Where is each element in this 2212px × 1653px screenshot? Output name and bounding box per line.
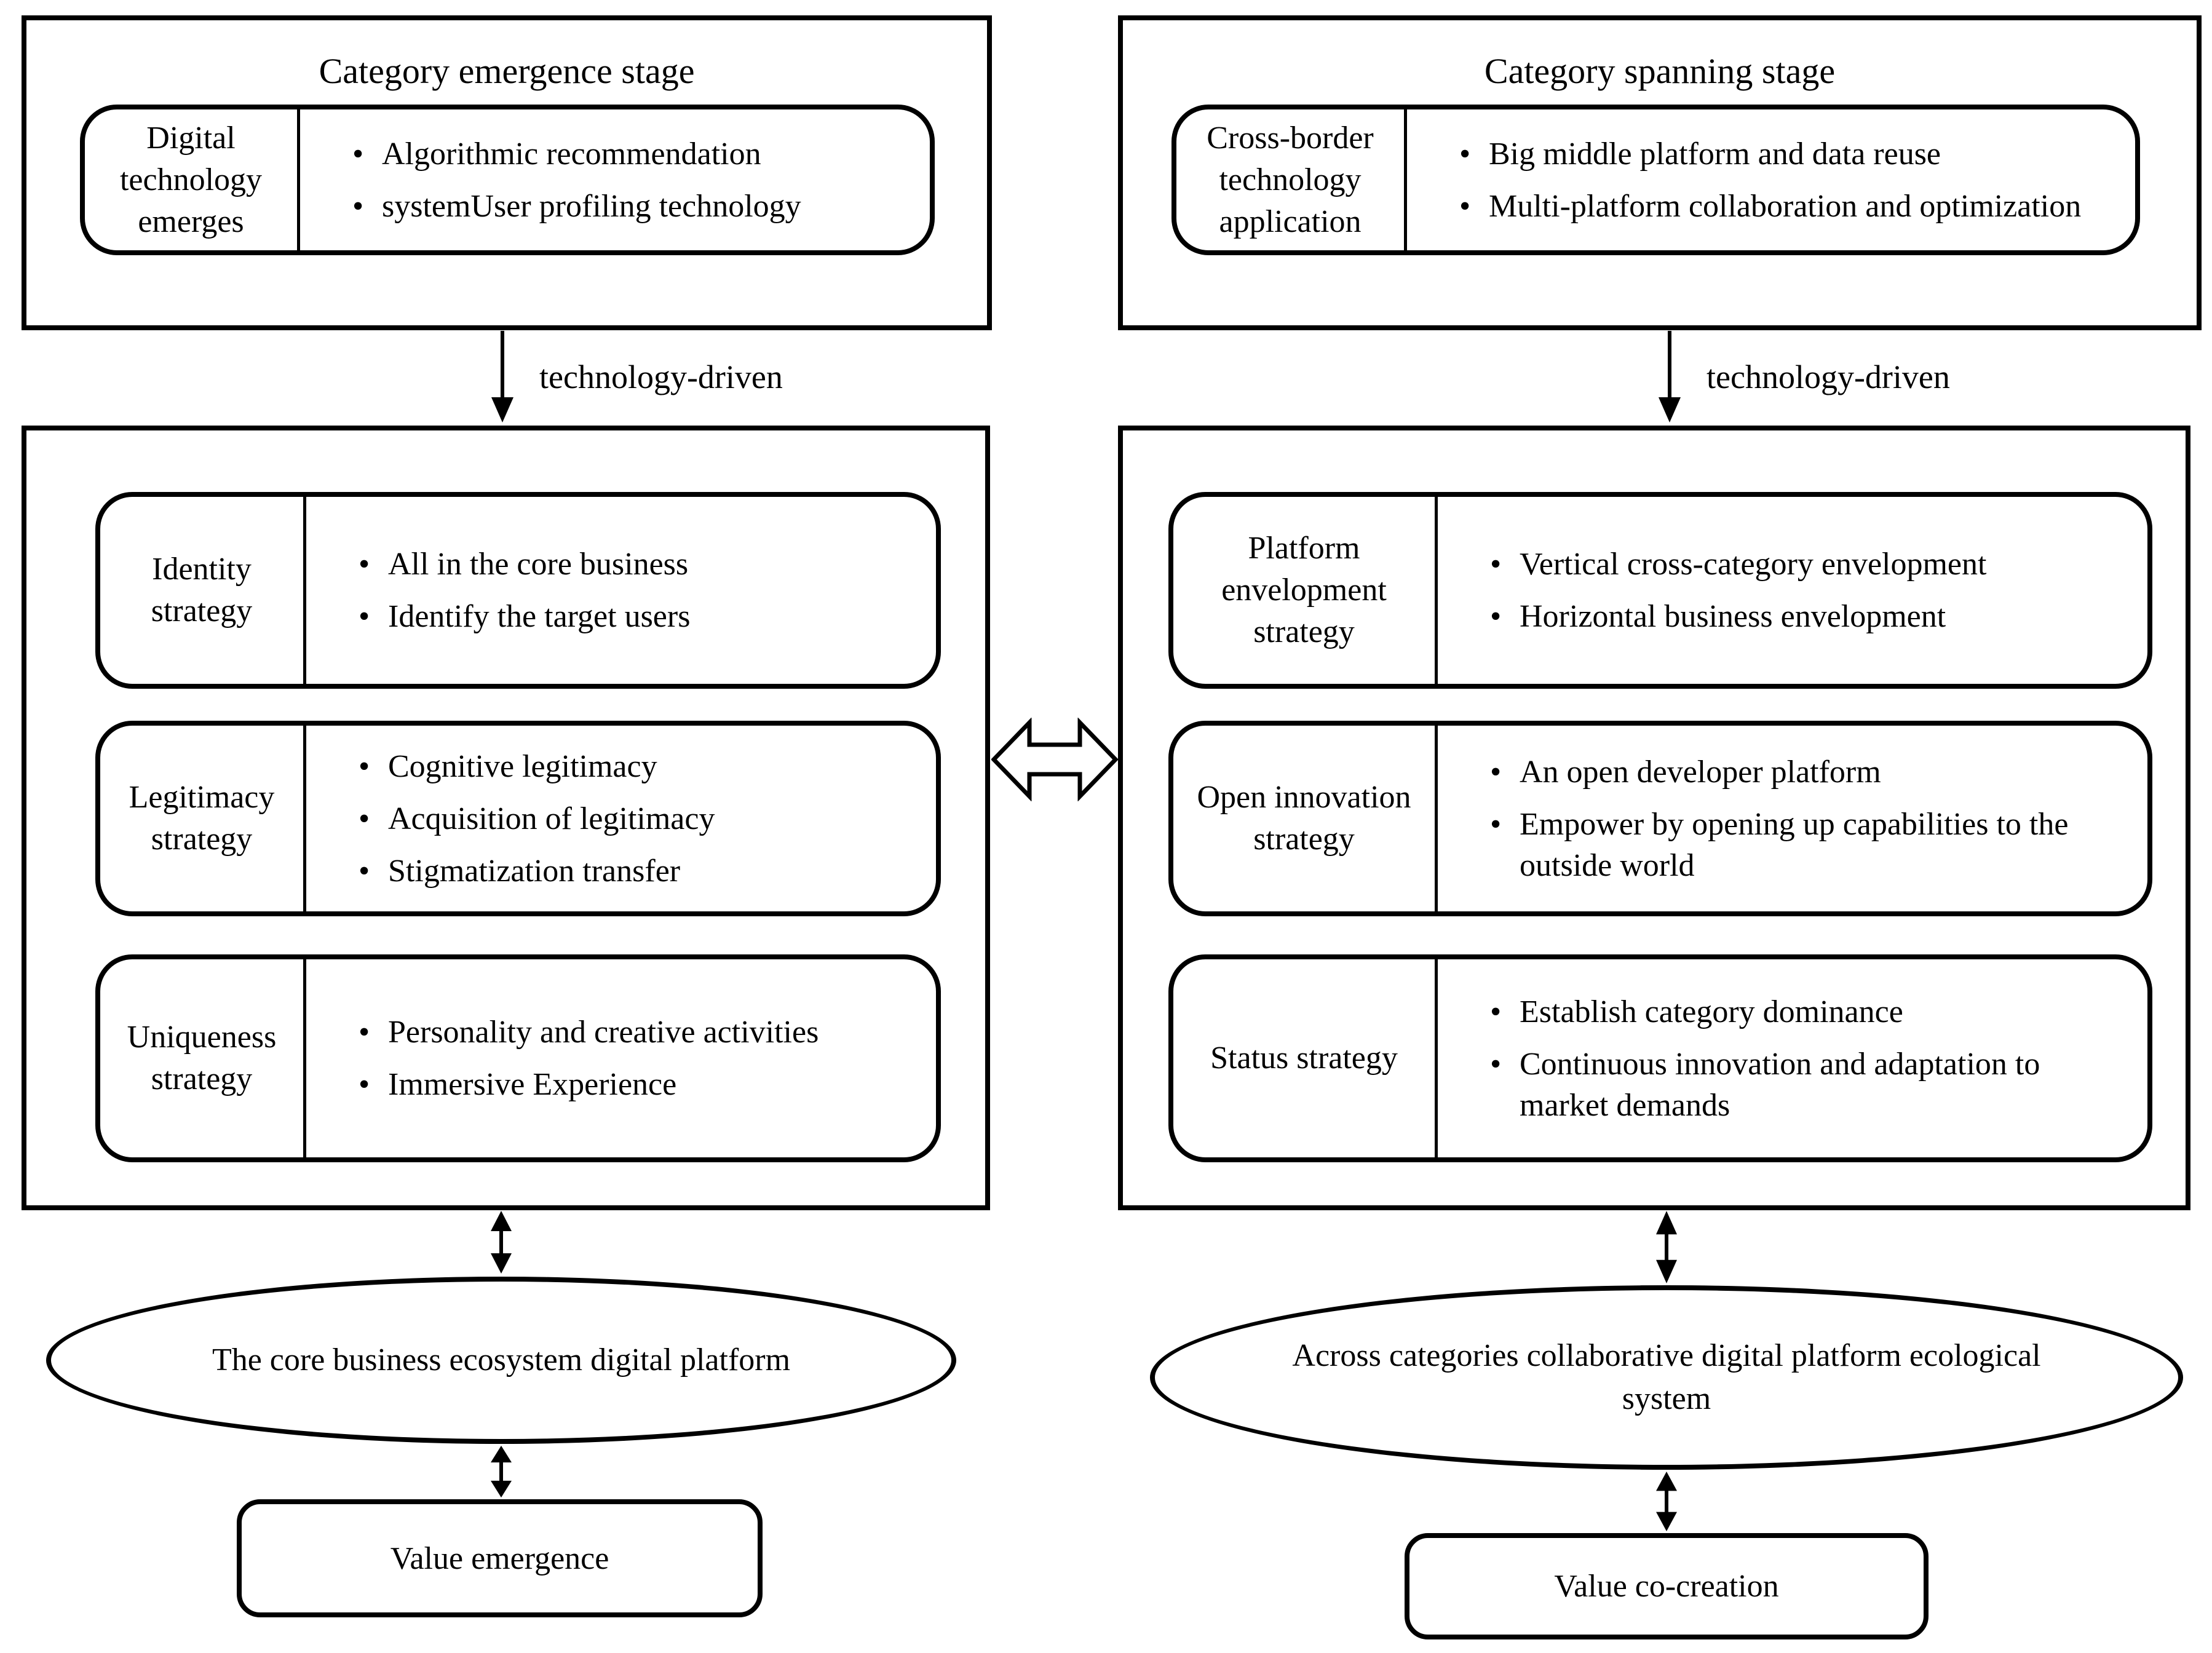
down-arrow-icon [1657, 331, 1682, 423]
strategy-row-identity: Identity strategy All in the core busine… [95, 492, 941, 689]
value-label-emergence: Value emergence [390, 1540, 609, 1576]
bullet-item: Empower by opening up capabilities to th… [1484, 804, 2114, 886]
value-box-emergence: Value emergence [237, 1499, 763, 1617]
stage-title-category-spanning: Category spanning stage [1484, 51, 1836, 91]
strategy-label-status: Status strategy [1173, 959, 1438, 1157]
bullet-item: Multi-platform collaboration and optimiz… [1453, 186, 2101, 227]
strategy-row-platform-envelopment: Platform envelopment strategy Vertical c… [1168, 492, 2152, 689]
bullet-item: Continuous innovation and adaptation to … [1484, 1044, 2114, 1126]
double-arrow-vertical-icon [1654, 1471, 1679, 1532]
bullet-item: Cognitive legitimacy [352, 746, 902, 787]
bullet-item: Personality and creative activities [352, 1012, 902, 1053]
double-arrow-vertical-icon [489, 1445, 513, 1498]
value-label-co-creation: Value co-creation [1554, 1569, 1779, 1604]
bullet-item: An open developer platform [1484, 751, 2114, 793]
strategy-label-legitimacy: Legitimacy strategy [100, 726, 306, 911]
double-arrow-vertical-icon [1654, 1210, 1679, 1284]
stage-inner-digital-technology: Digital technology emerges Algorithmic r… [80, 105, 935, 255]
bullet-item: systemUser profiling technology [346, 186, 896, 227]
stage-inner-cross-border: Cross-border technology application Big … [1171, 105, 2140, 255]
double-arrow-horizontal-icon [991, 718, 1118, 801]
bullet-item: Establish category dominance [1484, 991, 2114, 1033]
bullet-item: Horizontal business envelopment [1484, 596, 2114, 637]
stage-bullets-digital-technology: Algorithmic recommendation systemUser pr… [300, 109, 930, 250]
bullet-item: Immersive Experience [352, 1064, 902, 1105]
bullet-item: Identify the target users [352, 596, 902, 637]
double-arrow-vertical-icon [489, 1210, 513, 1274]
stage-title-category-emergence: Category emergence stage [319, 51, 695, 91]
ellipse-label-across-categories: Across categories collaborative digital … [1292, 1338, 2041, 1416]
bullet-item: Acquisition of legitimacy [352, 798, 902, 839]
bullet-item: All in the core business [352, 544, 902, 585]
bullet-item: Vertical cross-category envelopment [1484, 544, 2114, 585]
ellipse-label-core-ecosystem: The core business ecosystem digital plat… [212, 1342, 791, 1378]
bullet-item: Algorithmic recommendation [346, 133, 896, 175]
strategy-bullets-platform-envelopment: Vertical cross-category envelopment Hori… [1438, 497, 2147, 684]
bullet-item: Stigmatization transfer [352, 850, 902, 892]
down-arrow-icon [490, 331, 515, 423]
stage-label-digital-technology: Digital technology emerges [85, 109, 300, 250]
strategy-bullets-identity: All in the core business Identify the ta… [306, 497, 936, 684]
ellipse-core-ecosystem: The core business ecosystem digital plat… [46, 1277, 956, 1444]
stage-bullets-cross-border: Big middle platform and data reuse Multi… [1407, 109, 2135, 250]
strategy-bullets-status: Establish category dominance Continuous … [1438, 959, 2147, 1157]
ellipse-across-categories: Across categories collaborative digital … [1150, 1285, 2183, 1470]
strategy-bullets-legitimacy: Cognitive legitimacy Acquisition of legi… [306, 726, 936, 911]
strategy-row-uniqueness: Uniqueness strategy Personality and crea… [95, 954, 941, 1162]
strategy-bullets-uniqueness: Personality and creative activities Imme… [306, 959, 936, 1157]
strategy-row-open-innovation: Open innovation strategy An open develop… [1168, 721, 2152, 916]
strategy-label-open-innovation: Open innovation strategy [1173, 726, 1438, 911]
strategy-label-uniqueness: Uniqueness strategy [100, 959, 306, 1157]
strategy-label-identity: Identity strategy [100, 497, 306, 684]
strategy-row-status: Status strategy Establish category domin… [1168, 954, 2152, 1162]
strategy-label-platform-envelopment: Platform envelopment strategy [1173, 497, 1438, 684]
strategy-bullets-open-innovation: An open developer platform Empower by op… [1438, 726, 2147, 911]
arrow-label-technology-driven-left: technology-driven [539, 359, 783, 395]
value-box-co-creation: Value co-creation [1405, 1533, 1929, 1639]
strategy-row-legitimacy: Legitimacy strategy Cognitive legitimacy… [95, 721, 941, 916]
arrow-label-technology-driven-right: technology-driven [1707, 359, 1950, 395]
stage-label-cross-border: Cross-border technology application [1176, 109, 1407, 250]
bullet-item: Big middle platform and data reuse [1453, 133, 2101, 175]
